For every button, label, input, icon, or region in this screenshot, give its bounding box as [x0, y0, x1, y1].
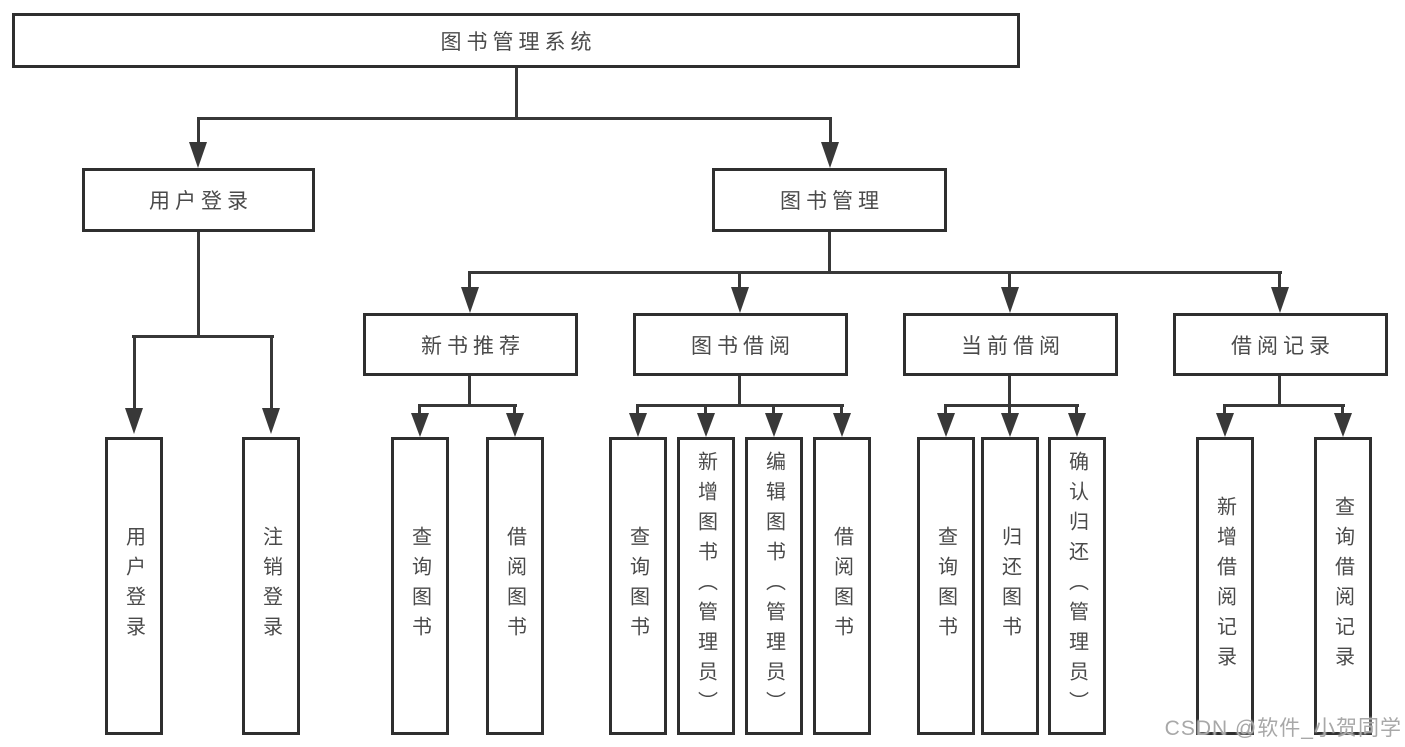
- node-label: 借阅记录: [1231, 334, 1335, 358]
- node-label: 用户登录: [122, 526, 145, 646]
- connector-to-node: [738, 274, 741, 288]
- connector-to-leaf: [1075, 407, 1078, 415]
- node-label: 用户登录: [149, 190, 253, 213]
- node-label: 确认归还（管理员）: [1065, 451, 1088, 721]
- node-label: 当前借阅: [961, 334, 1065, 358]
- node-label: 新增借阅记录: [1213, 496, 1236, 676]
- connector-level3-bus: [468, 271, 1282, 274]
- arrow-down-icon: [506, 413, 524, 437]
- arrow-down-icon: [1001, 413, 1019, 437]
- arrow-down-icon: [189, 142, 207, 168]
- connector-to-node: [468, 274, 471, 288]
- connector-to-leaf: [772, 407, 775, 415]
- node-current-borrowing: 当前借阅: [903, 313, 1118, 376]
- node-label: 图书借阅: [691, 334, 795, 358]
- connector-root-stem: [515, 68, 518, 118]
- connector-to-leaf: [513, 407, 516, 415]
- arrow-down-icon: [1271, 287, 1289, 313]
- arrow-down-icon: [937, 413, 955, 437]
- arrow-down-icon: [821, 142, 839, 168]
- connector-book-management-stem: [828, 232, 831, 273]
- connector-user-login-bus: [132, 335, 274, 338]
- arrow-down-icon: [461, 287, 479, 313]
- connector-to-leaf: [418, 407, 421, 415]
- connector-to-leaf: [1008, 407, 1011, 415]
- leaf-cb-query-books: 查询图书: [917, 437, 975, 735]
- node-label: 编辑图书（管理员）: [762, 451, 785, 721]
- node-book-borrowing: 图书借阅: [633, 313, 848, 376]
- leaf-br-add-borrow-record: 新增借阅记录: [1196, 437, 1254, 735]
- node-label: 新书推荐: [421, 334, 525, 358]
- node-label: 查询图书: [408, 526, 431, 646]
- node-user-login: 用户登录: [82, 168, 315, 232]
- node-label: 新增图书（管理员）: [694, 451, 717, 721]
- node-label: 查询图书: [934, 526, 957, 646]
- connector-user-login-stem: [197, 232, 200, 336]
- arrow-down-icon: [697, 413, 715, 437]
- leaf-cb-confirm-return-admin: 确认归还（管理员）: [1048, 437, 1106, 735]
- leaf-nbr-borrow-books: 借阅图书: [486, 437, 544, 735]
- connector-stem: [468, 376, 471, 406]
- connector-to-leaf: [1341, 407, 1344, 415]
- connector-to-leaf: [270, 338, 273, 409]
- connector-bus: [944, 404, 1079, 407]
- node-label: 借阅图书: [830, 526, 853, 646]
- node-library-management-system: 图书管理系统: [12, 13, 1020, 68]
- arrow-down-icon: [1001, 287, 1019, 313]
- node-label: 归还图书: [998, 526, 1021, 646]
- connector-to-leaf: [944, 407, 947, 415]
- connector-bus: [418, 404, 517, 407]
- node-borrowing-records: 借阅记录: [1173, 313, 1388, 376]
- arrow-down-icon: [833, 413, 851, 437]
- leaf-nbr-query-books: 查询图书: [391, 437, 449, 735]
- leaf-logout-login: 注销登录: [242, 437, 300, 735]
- connector-stem: [738, 376, 741, 406]
- node-label: 查询图书: [626, 526, 649, 646]
- connector-level2-bus: [197, 117, 832, 120]
- arrow-down-icon: [1216, 413, 1234, 437]
- node-book-management: 图书管理: [712, 168, 947, 232]
- arrow-down-icon: [262, 408, 280, 434]
- connector-to-node: [1278, 274, 1281, 288]
- connector-to-user-login: [197, 120, 200, 144]
- node-new-book-recommendation: 新书推荐: [363, 313, 578, 376]
- leaf-bb-query-books: 查询图书: [609, 437, 667, 735]
- node-label: 图书管理系统: [440, 30, 597, 54]
- connector-to-leaf: [1223, 407, 1226, 415]
- connector-stem: [1278, 376, 1281, 406]
- connector-to-leaf: [840, 407, 843, 415]
- connector-to-node: [1008, 274, 1011, 288]
- connector-bus: [636, 404, 844, 407]
- arrow-down-icon: [765, 413, 783, 437]
- connector-to-leaf: [636, 407, 639, 415]
- connector-stem: [1008, 376, 1011, 406]
- node-label: 借阅图书: [503, 526, 526, 646]
- node-label: 注销登录: [259, 526, 282, 646]
- arrow-down-icon: [731, 287, 749, 313]
- watermark: CSDN @软件_小贺同学: [1164, 717, 1402, 740]
- leaf-bb-add-books-admin: 新增图书（管理员）: [677, 437, 735, 735]
- arrow-down-icon: [411, 413, 429, 437]
- connector-to-leaf: [133, 338, 136, 409]
- leaf-bb-borrow-books: 借阅图书: [813, 437, 871, 735]
- leaf-cb-return-books: 归还图书: [981, 437, 1039, 735]
- connector-to-book-management: [829, 120, 832, 144]
- leaf-br-query-borrow-record: 查询借阅记录: [1314, 437, 1372, 735]
- node-label: 图书管理: [780, 190, 884, 213]
- leaf-user-login: 用户登录: [105, 437, 163, 735]
- node-label: 查询借阅记录: [1331, 496, 1354, 676]
- connector-bus: [1223, 404, 1345, 407]
- arrow-down-icon: [125, 408, 143, 434]
- connector-to-leaf: [704, 407, 707, 415]
- arrow-down-icon: [1334, 413, 1352, 437]
- leaf-bb-edit-books-admin: 编辑图书（管理员）: [745, 437, 803, 735]
- arrow-down-icon: [1068, 413, 1086, 437]
- arrow-down-icon: [629, 413, 647, 437]
